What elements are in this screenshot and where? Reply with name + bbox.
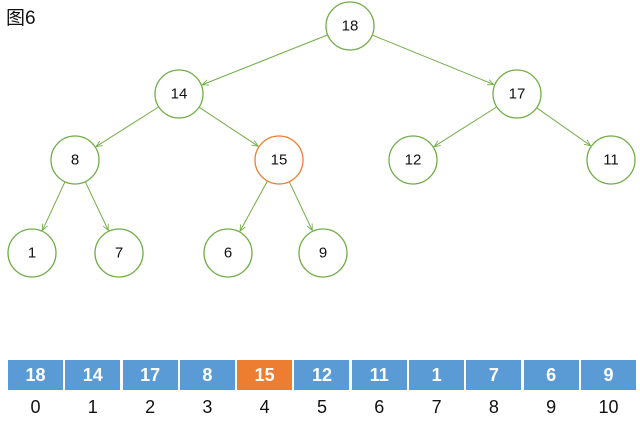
tree-edge [84,181,109,231]
array-index-label: 3 [202,397,213,417]
tree-node-label: 12 [405,152,422,169]
tree-node-circle [492,69,542,119]
tree-node: 1 [7,228,57,278]
tree-node: 12 [388,135,438,185]
tree-edge [536,107,591,146]
tree-node-label: 14 [171,86,188,103]
array-index-label: 9 [546,397,557,417]
tree-node: 14 [154,69,204,119]
tree-node-circle [7,228,57,278]
array-cell: 11 [351,360,407,390]
array-index-label: 10 [598,397,619,417]
array-cell: 14 [65,360,121,390]
tree-edge [42,181,66,231]
tree-edge [434,106,498,147]
tree-node: 8 [50,135,100,185]
array-index-label: 0 [30,397,41,417]
tree-node-label: 15 [271,152,288,169]
tree-node: 7 [94,228,144,278]
array-indices: 0 1 2 3 4 5 6 7 8 9 10 [8,397,638,418]
tree-node: 9 [298,228,348,278]
figure-label: 图6 [6,8,36,29]
tree-node-circle [254,135,304,185]
array-index-label: 2 [145,397,156,417]
array-cell: 1 [409,360,465,390]
array-index-label: 8 [488,397,499,417]
array-index-label: 5 [316,397,327,417]
array-cell: 7 [466,360,522,390]
tree-node-circle [586,135,636,185]
tree-edge [198,106,258,146]
array-index-label: 1 [87,397,98,417]
array-index-label: 7 [431,397,442,417]
tree-edge [96,106,160,147]
tree-node-label: 8 [71,152,79,169]
tree-node-label: 1 [28,245,36,262]
array-cell: 17 [122,360,178,390]
tree-node-label: 9 [319,245,327,262]
array-cell: 18 [8,360,63,390]
array-index-label: 4 [259,397,270,417]
array-cell: 9 [580,360,636,390]
tree-node: 18 [325,1,375,51]
array-cell: 8 [179,360,235,390]
tree-node-circle [154,69,204,119]
array-cell: 6 [523,360,579,390]
tree-node: 17 [492,69,542,119]
tree-node-circle [325,1,375,51]
array-cell: 12 [294,360,350,390]
tree-edge [288,181,313,231]
tree-edges [42,34,591,231]
tree-edge [202,34,328,85]
tree-node-circle [203,228,253,278]
tree-node: 11 [586,135,636,185]
tree-node-label: 17 [509,86,526,103]
tree-node-label: 6 [224,245,232,262]
tree-node-label: 7 [115,245,123,262]
tree-node-circle [298,228,348,278]
array-cell: 15 [237,360,293,390]
tree-node-circle [388,135,438,185]
tree-node-circle [50,135,100,185]
tree-node-label: 11 [603,152,619,169]
tree-edge [240,180,268,231]
tree-node-circle [94,228,144,278]
tree-node-label: 18 [342,18,359,35]
tree-node: 6 [203,228,253,278]
tree-edge [372,34,494,85]
tree-node: 15 [254,135,304,185]
array-index-label: 6 [374,397,385,417]
